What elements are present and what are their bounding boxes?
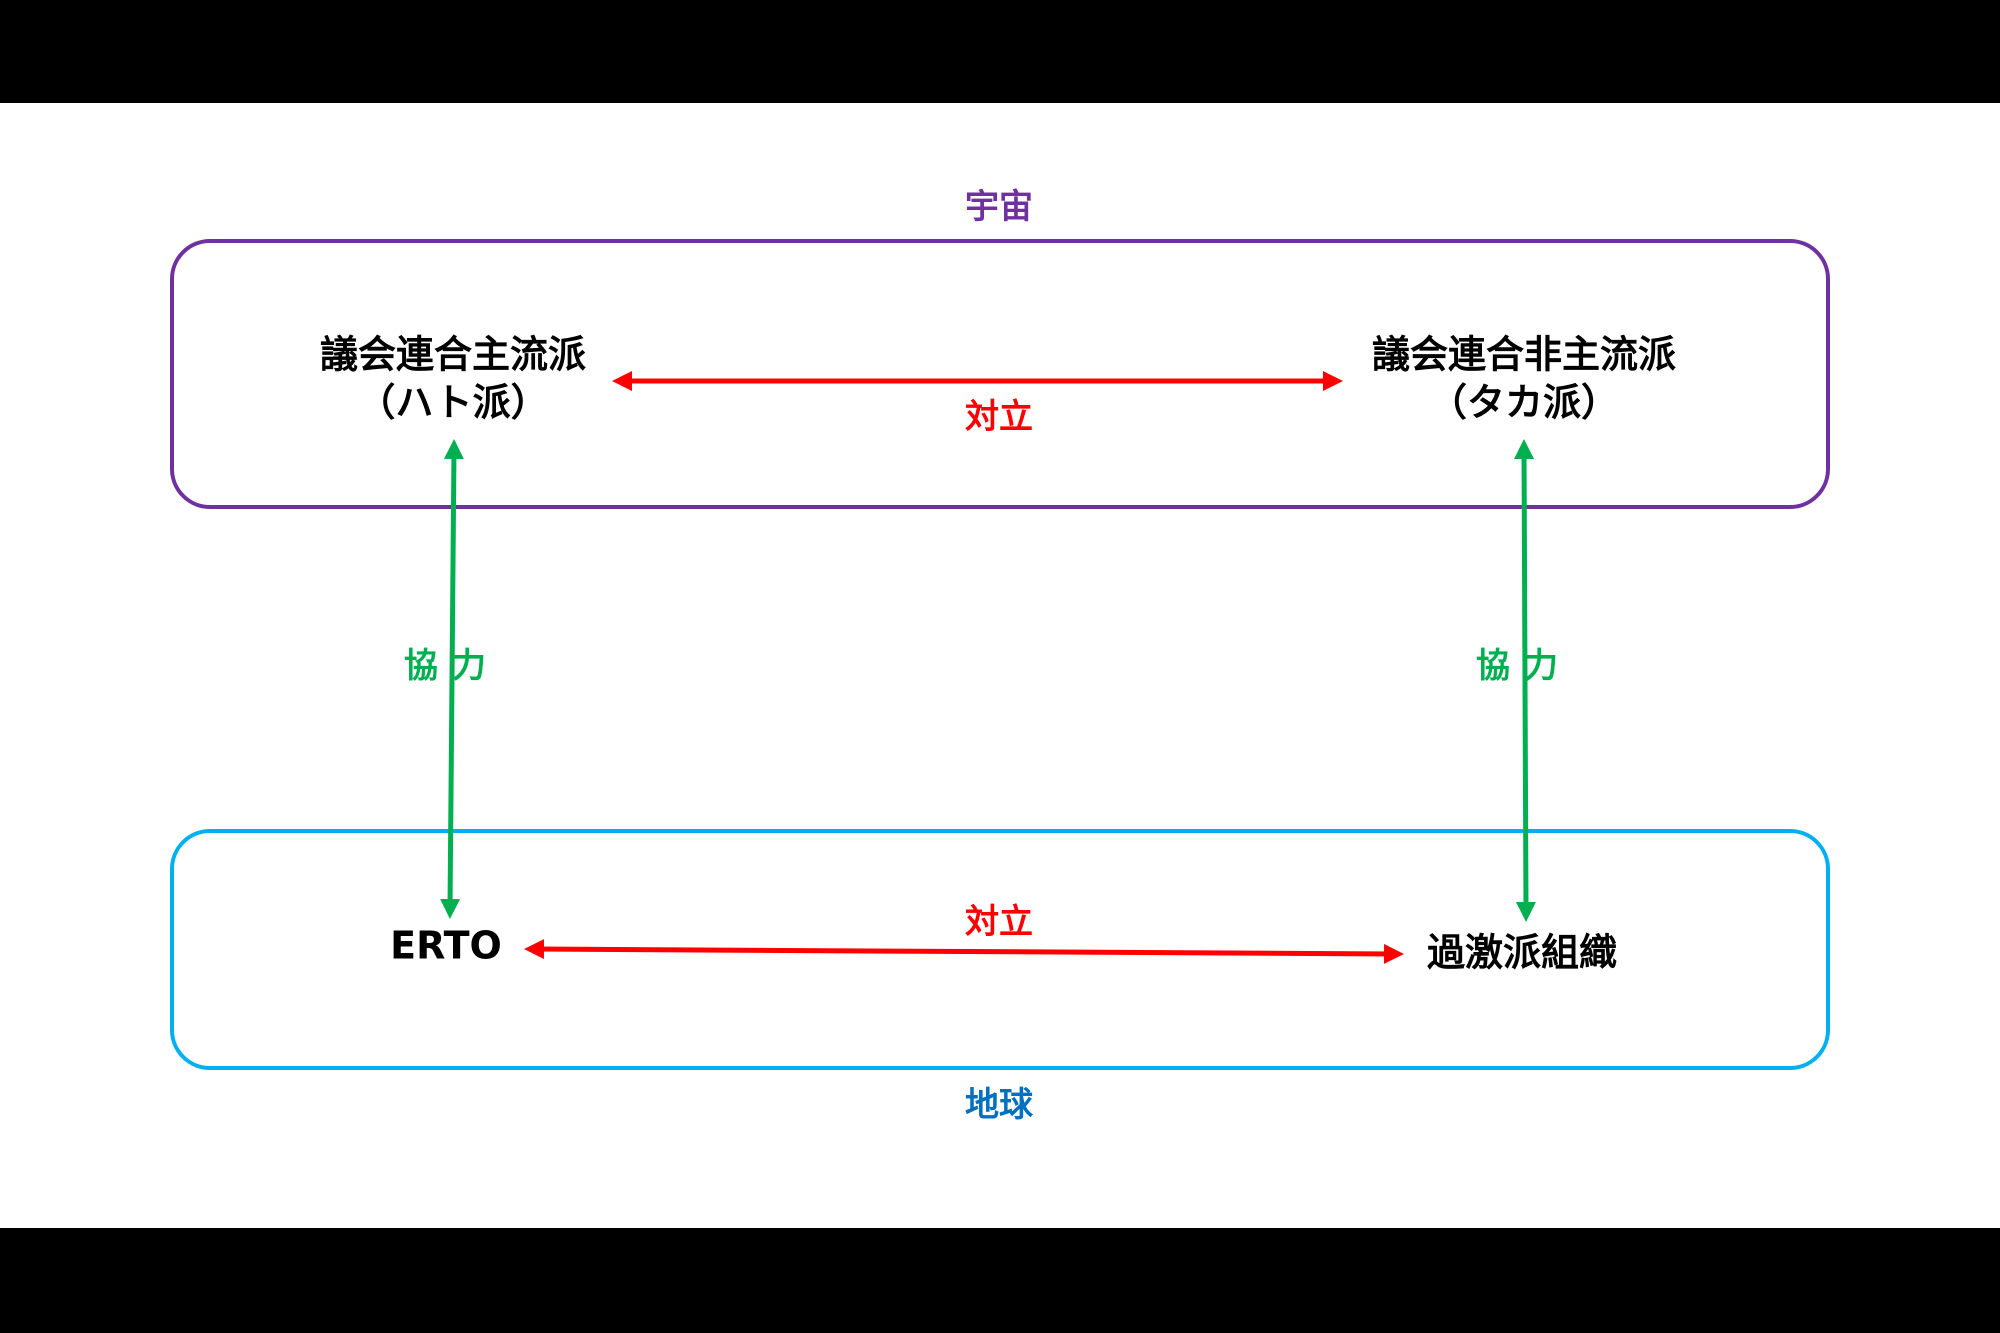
space-label: 宇宙	[965, 186, 1033, 227]
right-cooperate-label: 協力	[1476, 645, 1572, 686]
space-group-box	[170, 239, 1830, 509]
bottom-conflict-arrow	[524, 939, 1404, 964]
letterbox-bottom	[0, 1228, 2000, 1333]
bottom-conflict-label: 対立	[965, 901, 1033, 942]
letterbox-top	[0, 0, 2000, 103]
right-cooperate-arrow	[1514, 439, 1536, 922]
node-hawk-line2: （タカ派）	[1428, 380, 1620, 424]
node-hawk-faction: 議会連合非主流派 （タカ派）	[1372, 332, 1676, 427]
left-cooperate-arrow	[440, 439, 464, 919]
node-erto: ERTO	[390, 923, 502, 968]
node-extremist: 過激派組織	[1426, 930, 1618, 975]
node-dove-faction: 議会連合主流派 （ハト派）	[320, 332, 586, 427]
earth-group-box	[170, 829, 1830, 1070]
top-conflict-label: 対立	[965, 396, 1033, 437]
left-cooperate-label: 協力	[404, 645, 500, 686]
node-hawk-line1: 議会連合非主流派	[1371, 332, 1677, 377]
node-dove-line2: （ハト派）	[357, 380, 549, 424]
node-dove-line1: 議会連合主流派	[319, 332, 587, 377]
earth-label: 地球	[965, 1084, 1033, 1125]
